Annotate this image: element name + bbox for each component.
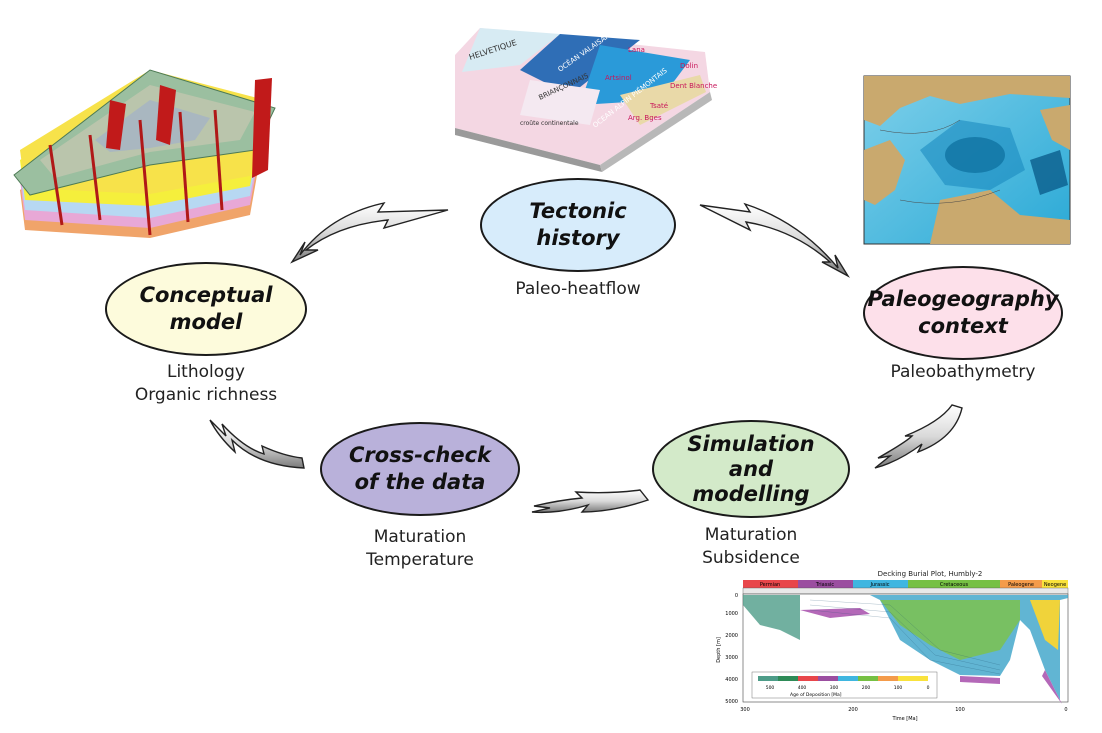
caption-tectonic-history: Paleo-heatflow xyxy=(515,279,641,299)
node-conceptual-model: Conceptual model xyxy=(105,262,307,356)
y-tick-2000: 2000 xyxy=(725,633,738,639)
caption-conceptual-model: Lithology Organic richness xyxy=(134,362,278,405)
x-tick-100: 100 xyxy=(955,707,965,713)
map-label-tsate: Tsaté xyxy=(649,102,668,110)
legend-tick-0: 0 xyxy=(927,685,930,691)
arrow-simulation-to-crosscheck xyxy=(531,489,650,514)
period-label-neogene: Neogene xyxy=(1044,582,1066,588)
caption-paleogeography-context: Paleobathymetry xyxy=(890,362,1036,382)
y-tick-3000: 3000 xyxy=(725,655,738,661)
x-tick-300: 300 xyxy=(740,707,750,713)
map-label-dolin: Dolin xyxy=(680,62,698,70)
map-label-dent-blanche: Dent Blanche xyxy=(670,82,717,90)
y-tick-5000: 5000 xyxy=(725,699,738,705)
y-tick-1000: 1000 xyxy=(725,611,738,617)
burial-plot-legend xyxy=(751,671,938,699)
tectonic-map-figure: HELVETIQUE OCÉAN VALAISAN BRIANÇONNAIS O… xyxy=(455,28,717,172)
node-paleogeography-context: Paleogeography context xyxy=(863,266,1063,360)
paleogeography-map-figure xyxy=(863,75,1071,245)
legend-tick-400: 400 xyxy=(798,685,807,691)
map-label-arg-bges: Arg. Bges xyxy=(628,114,662,122)
period-band-permian xyxy=(743,580,798,588)
map-label-croute: croûte continentale xyxy=(520,120,579,127)
block-model-figure xyxy=(13,69,276,238)
x-tick-0: 0 xyxy=(1064,707,1067,713)
node-simulation-modelling: Simulation and modelling xyxy=(652,420,850,518)
period-band-neogene xyxy=(1042,580,1068,588)
burial-plot-ylabel: Depth [m] xyxy=(716,637,722,663)
legend-tick-500: 500 xyxy=(766,685,775,691)
period-band-paleogene xyxy=(1000,580,1042,588)
arrow-paleogeography-to-simulation xyxy=(874,404,963,469)
burial-plot-title: Decking Burial Plot, Humbly-2 xyxy=(878,570,983,578)
period-label-cretaceous: Cretaceous xyxy=(940,582,969,588)
arrow-tectonic-to-conceptual xyxy=(290,201,449,264)
arrow-crosscheck-to-conceptual xyxy=(209,419,305,469)
period-label-permian: Permian xyxy=(760,582,780,588)
burial-plot-xlabel: Time [Ma] xyxy=(891,716,917,722)
y-tick-4000: 4000 xyxy=(725,677,738,683)
burial-plot-figure: Decking Burial Plot, Humbly-2 Permian Tr… xyxy=(700,568,1095,728)
x-tick-200: 200 xyxy=(848,707,858,713)
legend-tick-100: 100 xyxy=(894,685,903,691)
period-band-jurassic xyxy=(853,580,908,588)
caption-simulation-modelling: Maturation Subsidence xyxy=(702,525,800,568)
map-label-artsinol: Artsinol xyxy=(605,74,632,82)
map-label-lana: Lana xyxy=(628,46,645,54)
caption-cross-check: Maturation Temperature xyxy=(366,527,474,570)
period-label-paleogene: Paleogene xyxy=(1008,582,1034,588)
period-label-jurassic: Jurassic xyxy=(869,582,889,588)
legend-title: Age of Deposition [Ma] xyxy=(790,692,842,698)
legend-tick-200: 200 xyxy=(862,685,871,691)
period-band-triassic xyxy=(798,580,853,588)
node-cross-check: Cross-check of the data xyxy=(320,422,520,516)
node-tectonic-history: Tectonic history xyxy=(480,178,676,272)
period-label-triassic: Triassic xyxy=(815,582,834,588)
period-band-cretaceous xyxy=(908,580,1000,588)
arrow-tectonic-to-paleogeography xyxy=(699,202,850,278)
legend-tick-300: 300 xyxy=(830,685,839,691)
y-tick-0: 0 xyxy=(735,593,738,599)
